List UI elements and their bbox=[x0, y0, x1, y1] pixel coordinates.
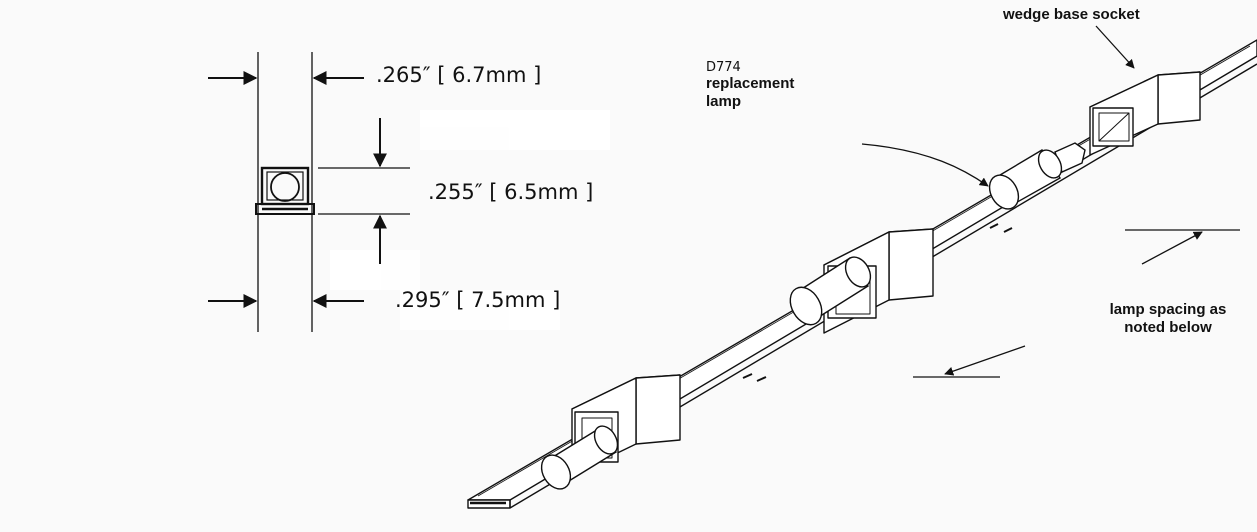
socket-leader-arrow bbox=[1095, 25, 1135, 69]
wire-marks bbox=[742, 223, 1013, 382]
socket-cross-section-icon bbox=[255, 166, 315, 215]
socket-upper bbox=[1089, 71, 1201, 156]
lamp-model-number: D774 bbox=[706, 60, 741, 75]
socket-middle bbox=[823, 228, 934, 334]
lamp-label-line2: lamp bbox=[706, 93, 742, 110]
lamp-leader-arrow bbox=[861, 143, 989, 187]
lamp-lower bbox=[540, 425, 619, 490]
spacing-label-line2: noted below bbox=[1124, 319, 1212, 336]
spacing-callout: lamp spacing as noted below bbox=[1083, 301, 1253, 337]
dim-width-top: .265″ [ 6.7mm ] bbox=[376, 63, 542, 87]
dim-width-bottom: .295″ [ 7.5mm ] bbox=[395, 288, 561, 312]
lamp-label-line1: replacement bbox=[706, 75, 795, 92]
spacing-label-line1: lamp spacing as bbox=[1109, 301, 1227, 318]
lamp-middle bbox=[789, 256, 872, 326]
lamp-callout: D774 replacement lamp bbox=[706, 60, 794, 111]
spacing-arrows bbox=[913, 229, 1240, 378]
paper-texture bbox=[330, 110, 610, 330]
lamp-upper bbox=[988, 142, 1086, 210]
cross-section-view bbox=[208, 52, 410, 332]
socket-callout: wedge base socket bbox=[1003, 6, 1140, 23]
dim-height: .255″ [ 6.5mm ] bbox=[428, 180, 594, 204]
